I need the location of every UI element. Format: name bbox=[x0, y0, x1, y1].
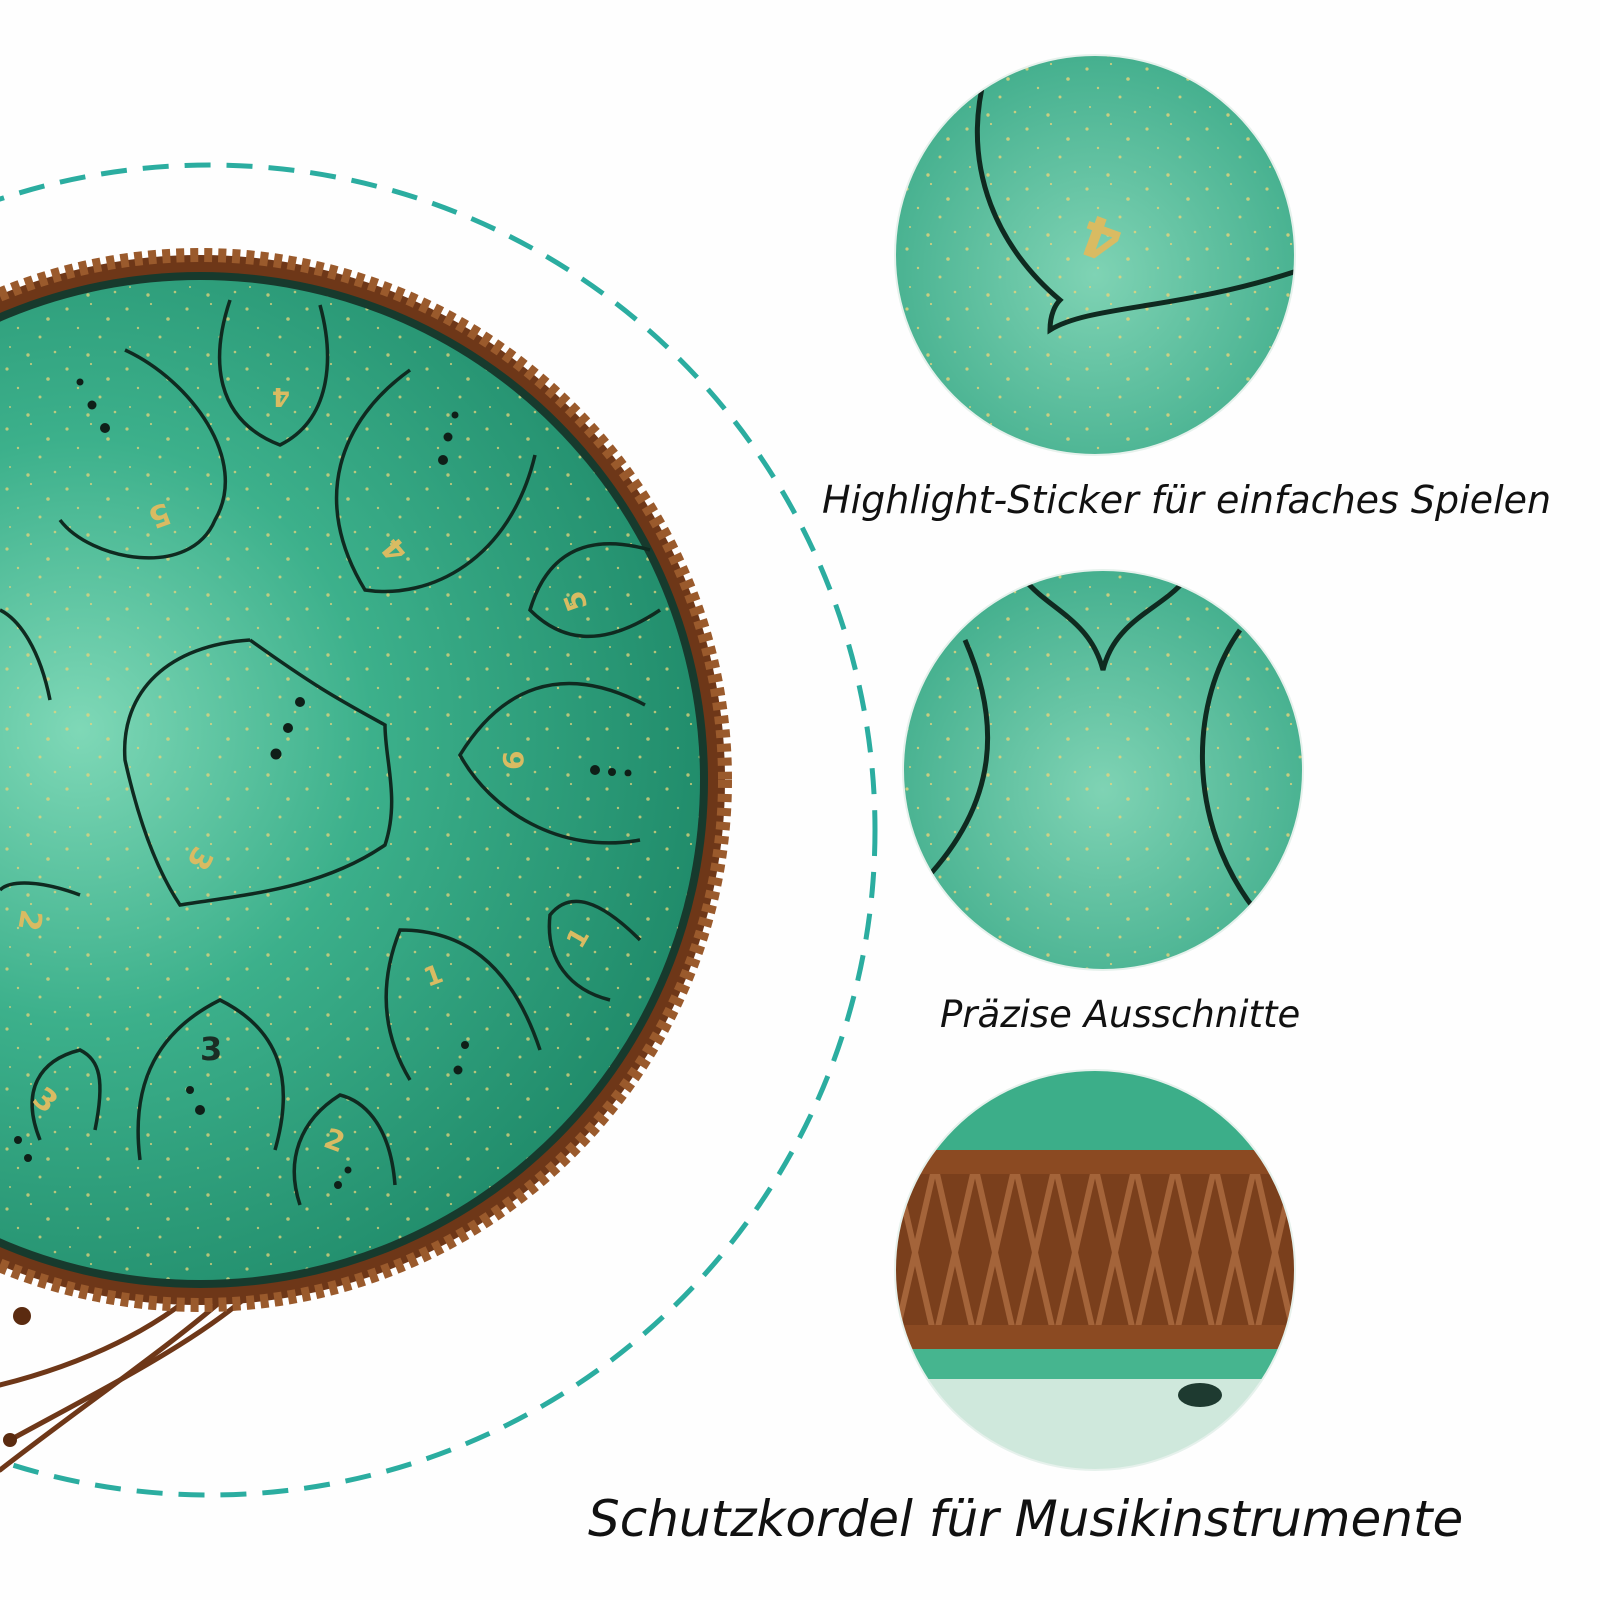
tongue-outline bbox=[58, 348, 228, 560]
drum-tongues bbox=[0, 299, 661, 1206]
tongue-outline bbox=[457, 681, 646, 845]
tongue-outline bbox=[292, 1093, 397, 1206]
dashed-ring bbox=[0, 162, 878, 1498]
note-dots bbox=[14, 378, 632, 1189]
tongue-outline bbox=[0, 881, 81, 897]
tongue-number: 6 bbox=[497, 751, 530, 770]
cord-beads bbox=[3, 1307, 31, 1447]
tongue-outline bbox=[384, 928, 542, 1081]
tongue-outline bbox=[0, 608, 52, 701]
tongue-outline bbox=[528, 541, 661, 639]
tongue-outline bbox=[547, 899, 642, 1002]
tongue-outline bbox=[122, 638, 394, 907]
detail-protective-cord bbox=[894, 1069, 1296, 1471]
tongue-outline bbox=[136, 998, 286, 1161]
caption-highlight-sticker: Highlight-Sticker für einfaches Spielen bbox=[822, 478, 1552, 522]
tongue-number: 4 bbox=[272, 381, 290, 411]
caption-precise-cutouts: Präzise Ausschnitte bbox=[940, 993, 1301, 1036]
tongue-outline bbox=[217, 299, 330, 447]
tongue-outline bbox=[334, 368, 537, 594]
tongue-outline bbox=[30, 1048, 102, 1141]
detail-highlight-sticker: 4 bbox=[894, 54, 1296, 456]
tongue-number: 3 bbox=[200, 1030, 222, 1068]
detail-precise-cutouts bbox=[902, 569, 1304, 971]
caption-protective-cord: Schutzkordel für Musikinstrumente bbox=[588, 1490, 1464, 1548]
